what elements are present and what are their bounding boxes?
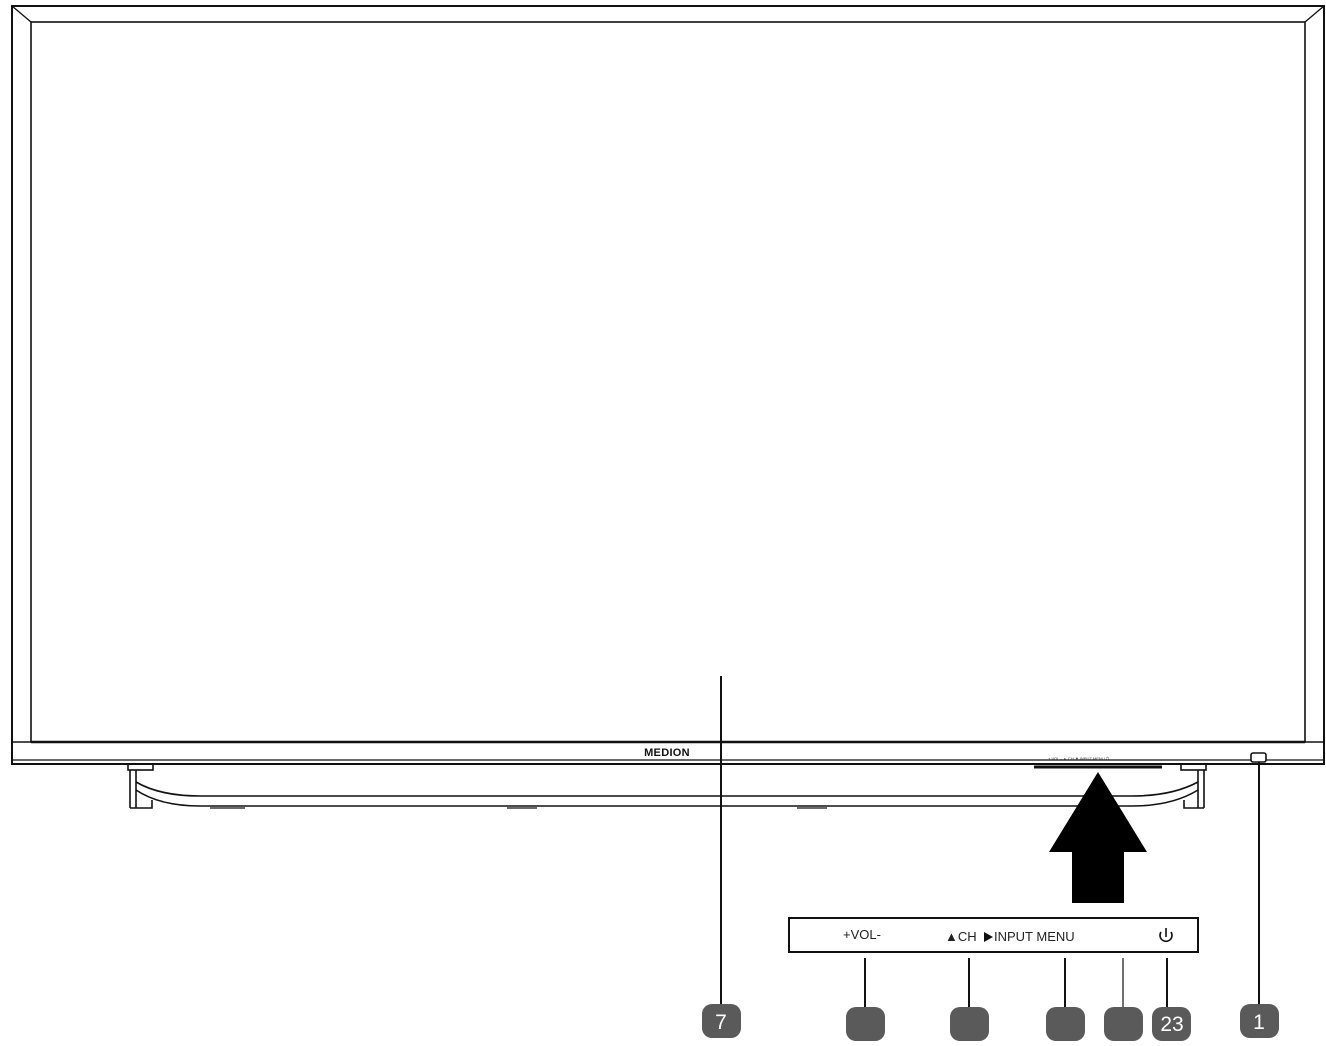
input-menu-label: INPUT MENU [994, 929, 1075, 944]
tv-frame [11, 5, 1325, 765]
callout-input [1046, 1007, 1085, 1041]
callout-7-label: 7 [715, 1011, 727, 1034]
callout-badges: 7 23 1 [702, 1004, 1279, 1041]
tv-stand [127, 763, 1207, 809]
ch-label: ▲CH [945, 929, 977, 944]
control-panel-zoom: +VOL- ▲CH INPUT MENU [788, 917, 1199, 953]
callout-1-label: 1 [1253, 1011, 1265, 1034]
callout-1: 1 [1240, 1004, 1279, 1038]
callout-23: 23 [1152, 1007, 1191, 1041]
leader-lines [720, 676, 1260, 1008]
vol-label: +VOL- [843, 927, 881, 942]
bezel-button-labels: + VOL - ▲ CH ▼ INPUT MENU ⏻ [1048, 756, 1110, 761]
callout-7: 7 [702, 1004, 741, 1038]
callout-menu [1104, 1007, 1143, 1041]
callout-23-label: 23 [1160, 1013, 1183, 1036]
ir-sensor [1250, 752, 1267, 763]
power-icon [1159, 928, 1173, 943]
triangle-right-icon [984, 932, 993, 942]
brand-logo: MEDION [644, 747, 690, 759]
arrow-up-icon [1049, 772, 1147, 903]
callout-ch [950, 1007, 989, 1041]
callout-vol [846, 1007, 885, 1041]
